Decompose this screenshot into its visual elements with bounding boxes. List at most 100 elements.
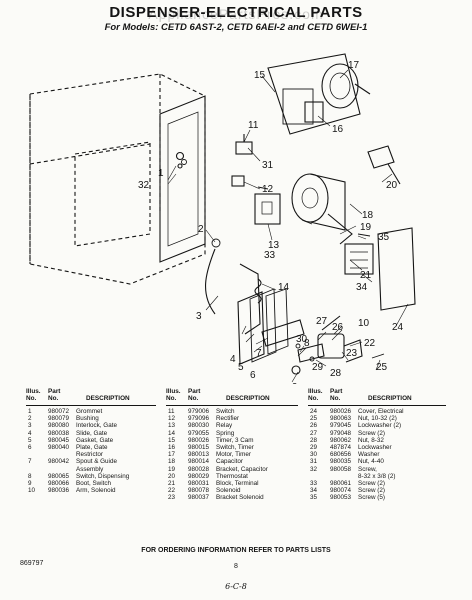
callout-11: 11 <box>248 120 259 131</box>
part-number: 980028 <box>188 465 210 473</box>
callout-22: 22 <box>364 338 376 349</box>
part-number: 980065 <box>48 472 70 480</box>
part-number: 980014 <box>188 458 210 466</box>
part-number: 980080 <box>48 422 70 430</box>
description: Motor, Timer <box>216 451 251 459</box>
description: Screw (2) <box>358 429 385 437</box>
part-number: 980053 <box>330 494 352 502</box>
description: Lockwasher (2) <box>358 422 402 430</box>
part-number: 980035 <box>330 458 352 466</box>
part-number: 980061 <box>330 480 352 487</box>
callout-numbers: 1 2 3 4 5 6 7 8 9 10 11 12 13 14 15 16 1… <box>138 60 404 384</box>
illus-number: 8 <box>28 472 32 480</box>
description: Arm, Solenoid <box>76 487 116 495</box>
callout-34: 34 <box>356 282 368 293</box>
illus-number: 5 <box>28 436 32 444</box>
illus-number: 30 <box>310 451 318 459</box>
part-number: 980030 <box>188 422 210 430</box>
description: Screw (2) <box>358 487 385 495</box>
part-number: 980031 <box>188 480 210 487</box>
page-number: 8 <box>234 563 238 570</box>
illus-number: 29 <box>310 444 318 451</box>
exploded-parts-diagram: 1 2 3 4 5 6 7 8 9 10 11 12 13 14 15 16 1… <box>29 53 416 384</box>
description: Timer, 3 Cam <box>216 436 254 444</box>
callout-31: 31 <box>262 160 274 171</box>
part-number: 980026 <box>188 436 210 444</box>
document-number: 869797 <box>20 560 44 567</box>
illus-number: 11 <box>168 408 175 415</box>
callout-27: 27 <box>316 316 328 327</box>
description: Rectifier <box>216 415 240 423</box>
callout-30: 30 <box>296 334 308 345</box>
illus-number: 24 <box>310 408 318 415</box>
header-illus: Illus.No. <box>26 388 41 403</box>
page-title: DISPENSER-ELECTRICAL PARTS <box>109 4 363 21</box>
illus-number: 22 <box>168 487 176 495</box>
header-description: DESCRIPTION <box>86 395 130 403</box>
terminal-block <box>344 243 374 275</box>
description: Block, Terminal <box>216 480 259 487</box>
part-number: 980037 <box>188 494 210 502</box>
illus-number: 3 <box>28 422 32 430</box>
part-number: 980042 <box>48 458 70 466</box>
part-number: 980013 <box>188 451 210 459</box>
callout-4: 4 <box>230 354 236 365</box>
header-rule <box>166 405 298 406</box>
description: Switch, Timer <box>216 444 254 451</box>
header-description: DESCRIPTION <box>368 395 412 403</box>
callout-3: 3 <box>196 311 202 322</box>
part-number: 979096 <box>188 415 210 423</box>
part-number: 979045 <box>330 422 352 430</box>
housing-panel <box>159 95 206 263</box>
part-number: 980074 <box>330 487 352 495</box>
illus-number: 19 <box>168 465 176 473</box>
callout-32: 32 <box>138 180 150 191</box>
capacitor <box>291 173 353 245</box>
timer-assembly <box>267 53 371 135</box>
spout-guide <box>261 319 325 375</box>
callout-26: 26 <box>332 322 344 333</box>
part-number: 980036 <box>48 487 70 495</box>
part-number: 487874 <box>330 444 352 451</box>
part-number: 980078 <box>188 487 210 495</box>
callout-16: 16 <box>332 124 344 135</box>
illus-number: 6 <box>28 444 32 451</box>
illus-number: 15 <box>168 436 176 444</box>
relay <box>231 175 281 225</box>
description: Restrictor <box>76 451 103 459</box>
callout-6: 6 <box>250 370 256 381</box>
gate-interlock <box>204 248 262 335</box>
part-number: 980063 <box>330 415 352 423</box>
illus-number: 34 <box>310 487 318 495</box>
description: Gasket, Gate <box>76 436 114 444</box>
callout-24: 24 <box>392 322 404 333</box>
part-number: 980066 <box>48 480 70 487</box>
description: Switch, Dispensing <box>76 472 130 480</box>
description: Solenoid <box>216 487 241 495</box>
description: Capacitor <box>216 458 243 466</box>
callout-28: 28 <box>330 368 342 379</box>
description: Spring <box>216 429 235 437</box>
illus-number: 33 <box>310 480 318 487</box>
illus-number: 21 <box>168 480 176 487</box>
illus-number: 16 <box>168 444 176 451</box>
part-number: 980040 <box>48 444 70 451</box>
callout-14: 14 <box>278 282 290 293</box>
illus-number: 1 <box>28 408 32 415</box>
illus-number: 25 <box>310 415 318 423</box>
description: Assembly <box>76 465 104 473</box>
callout-1: 1 <box>158 168 164 179</box>
dispenser-housing <box>29 73 206 285</box>
callout-2: 2 <box>198 224 204 235</box>
description: Bushing <box>76 415 99 423</box>
description: Switch <box>216 408 235 415</box>
illus-number: 14 <box>168 429 176 437</box>
part-number: 980015 <box>188 444 210 451</box>
handwritten-note: 6-C-8 <box>225 582 247 591</box>
callout-13: 13 <box>268 240 280 251</box>
description: Relay <box>216 422 233 430</box>
